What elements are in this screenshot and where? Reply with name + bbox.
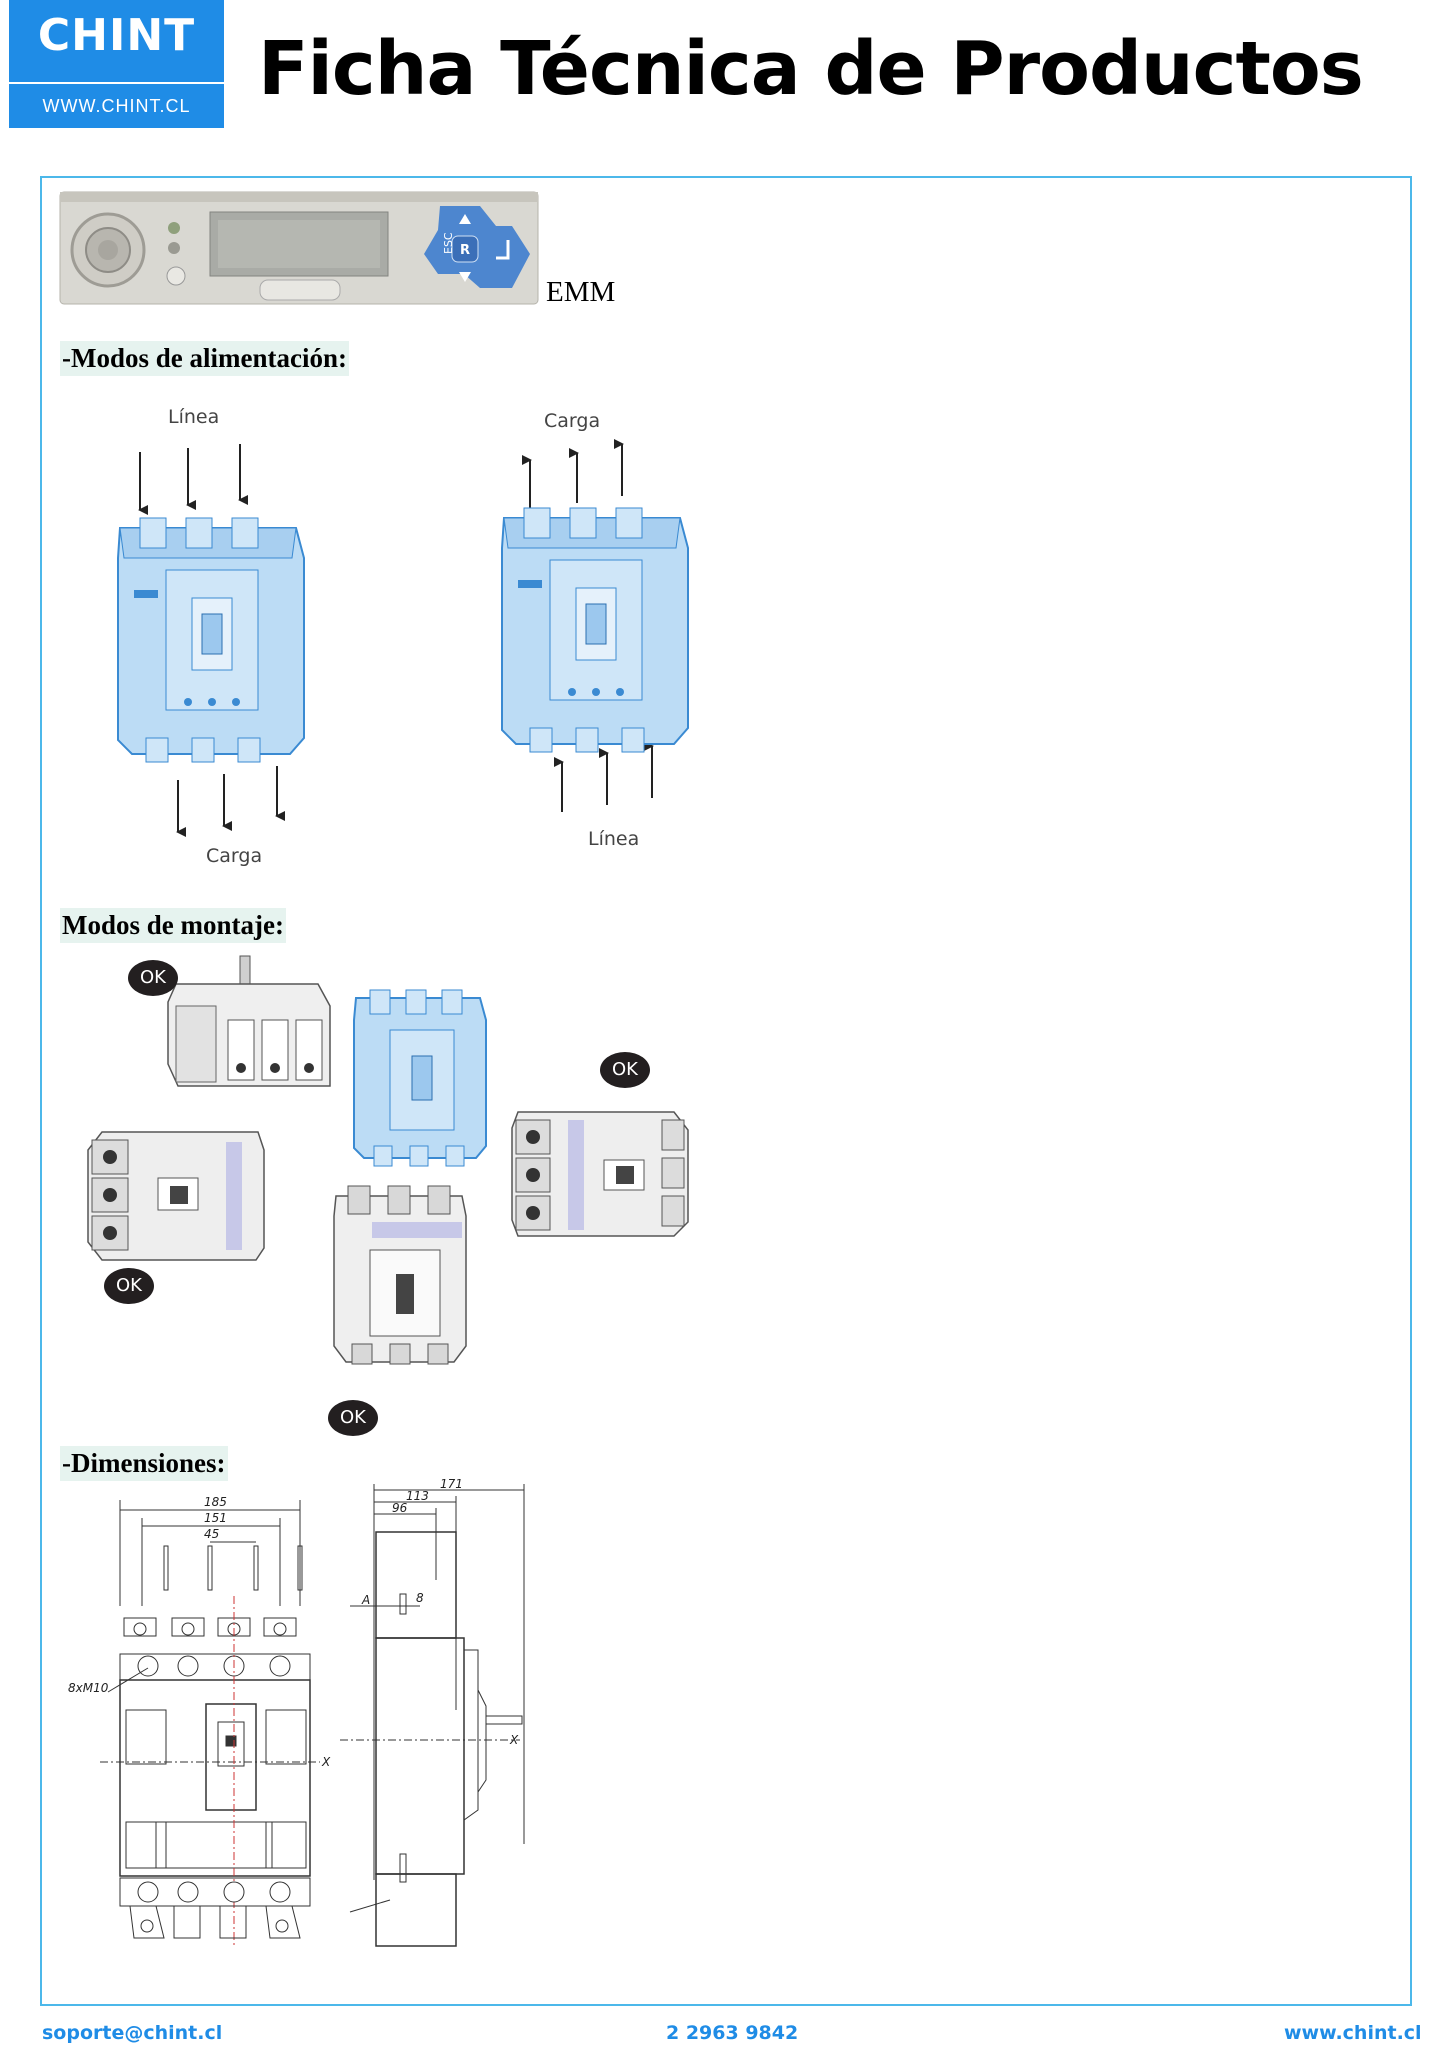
dim-side-96: 96 <box>392 1501 408 1515</box>
chint-logo: CHINT WWW.CHINT.CL <box>9 0 224 128</box>
dim-side-113: 113 <box>406 1489 429 1503</box>
breaker-front-grey-image <box>333 1185 467 1365</box>
breaker-side-left-image <box>87 1131 265 1261</box>
ok-badge-2: OK <box>600 1052 650 1088</box>
mounting-modes-heading: Modos de montaje: <box>60 908 286 943</box>
dim-side-axis: X <box>509 1733 519 1747</box>
emm-r-button: R <box>460 243 470 258</box>
emm-esc-button: ESC <box>442 232 455 254</box>
ok-badge-3: OK <box>104 1268 154 1304</box>
footer-email[interactable]: soporte@chint.cl <box>42 2022 223 2044</box>
breaker-horizontal-top-image <box>167 955 331 1087</box>
power-modes-heading: -Modos de alimentación: <box>60 341 349 376</box>
content-frame <box>40 176 1412 2006</box>
dim-side-8: 8 <box>416 1591 424 1605</box>
footer-web[interactable]: www.chint.cl <box>1284 2022 1422 2044</box>
footer-phone[interactable]: 2 2963 9842 <box>666 2022 799 2044</box>
label-linea-bottom-right: Línea <box>588 828 640 850</box>
label-linea-top-left: Línea <box>168 406 220 428</box>
breaker-vertical-blue-image <box>353 989 487 1167</box>
logo-text: CHINT <box>37 10 196 61</box>
dim-side-171: 171 <box>440 1477 463 1491</box>
breaker-side-right-image <box>511 1111 689 1237</box>
power-mode-arrows <box>138 439 654 837</box>
breaker-load-top-image <box>501 507 689 753</box>
logo-url: WWW.CHINT.CL <box>9 82 224 128</box>
dim-front-axis: X <box>321 1755 331 1769</box>
dim-front-bolt: 8xM10 <box>68 1681 109 1695</box>
label-carga-bottom-left: Carga <box>206 845 263 867</box>
dimensions-heading: -Dimensiones: <box>60 1446 228 1481</box>
dim-front-185: 185 <box>204 1495 227 1509</box>
dim-front-151: 151 <box>204 1511 227 1525</box>
emm-caption: EMM <box>546 276 616 308</box>
ok-badge-4: OK <box>328 1400 378 1436</box>
page-title: Ficha Técnica de Productos <box>258 26 1364 112</box>
dim-front-45: 45 <box>204 1527 219 1541</box>
label-carga-top-right: Carga <box>544 410 601 432</box>
dimension-drawing-front: 185 151 45 8xM10 X <box>68 1495 331 1946</box>
dim-side-a: A <box>361 1593 370 1607</box>
breaker-line-top-image <box>117 517 305 763</box>
dimension-drawing-side: 171 113 96 A 8 X <box>340 1477 525 1947</box>
ok-badge-1: OK <box>128 960 178 996</box>
emm-module-image: R ESC <box>59 191 539 305</box>
